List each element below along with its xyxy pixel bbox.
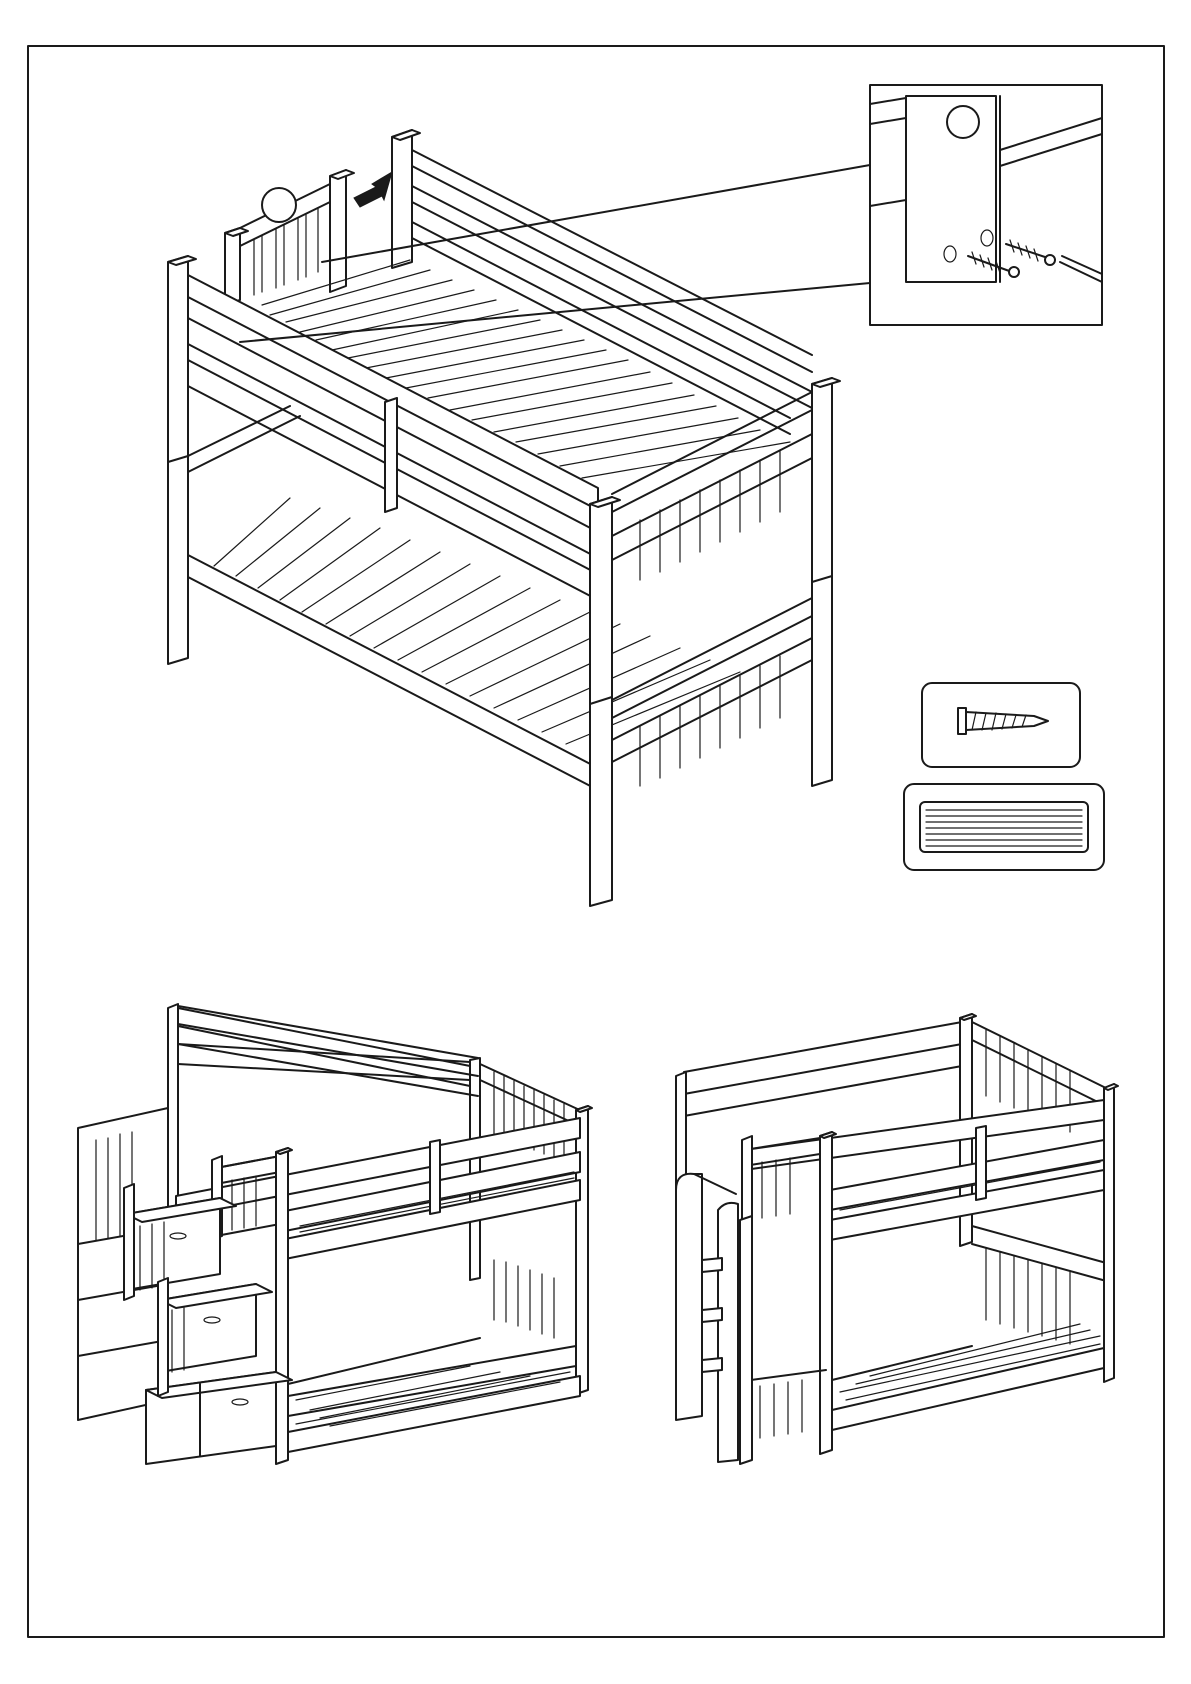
main-bunk-bed-figure [168, 130, 840, 906]
hardware-legend [904, 683, 1104, 870]
wood-dowel-icon [920, 802, 1088, 852]
insert-arrow-icon [354, 172, 392, 207]
head-board [225, 170, 392, 305]
detail-marker [947, 106, 979, 138]
variant-ladder-bunk-bed [676, 1014, 1118, 1464]
callout-marker [262, 188, 296, 222]
ladder [676, 1174, 738, 1462]
variant-staircase-bunk-bed [78, 1004, 592, 1464]
screw-detail-inset [240, 85, 1102, 342]
back-long-side [392, 130, 812, 434]
